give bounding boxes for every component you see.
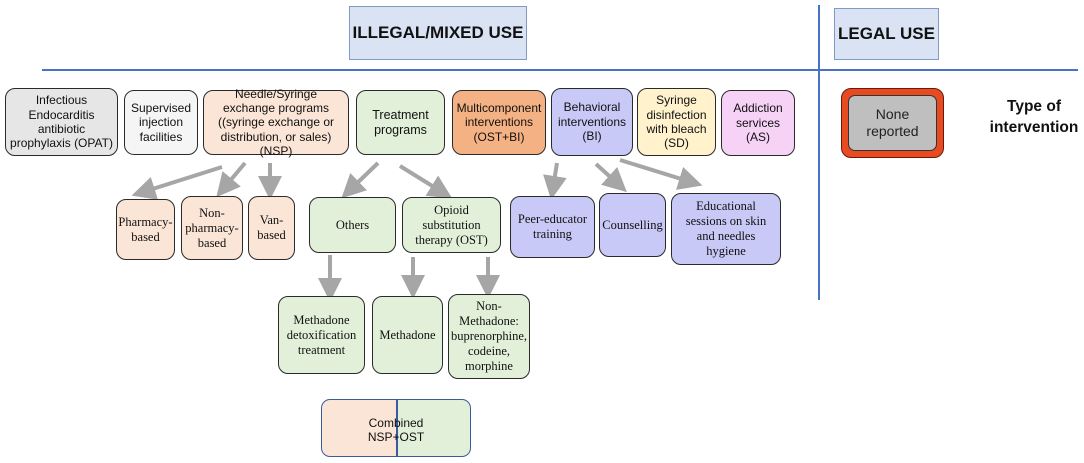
opat-box: Infectious Endocarditis antibiotic proph… (5, 88, 118, 156)
multicomponent-box: Multicomponent interventions (OST+BI) (452, 90, 546, 155)
legal-divider-line (818, 5, 820, 300)
ost-box: Opioid substitution therapy (OST) (402, 197, 501, 253)
educational-sessions-box: Educational sessions on skin and needles… (671, 193, 781, 265)
arrow-bi-counselling (594, 162, 627, 193)
supervised-injection-box: Supervised injection facilities (124, 90, 198, 155)
non-pharmacy-based-box: Non-pharmacy-based (181, 196, 243, 260)
pharmacy-based-box: Pharmacy-based (116, 199, 175, 260)
others-box: Others (309, 197, 396, 253)
nsp-box: Needle/Syringe exchange programs ((syrin… (203, 87, 349, 158)
arrow-nsp-nonpharmacy (216, 161, 247, 198)
peer-educator-box: Peer-educator training (510, 196, 595, 258)
methadone-box: Methadone (372, 296, 443, 374)
van-based-box: Van-based (248, 196, 295, 260)
addiction-services-box: Addiction services (AS) (721, 90, 795, 156)
methadone-detox-box: Methadone detoxification treatment (278, 296, 365, 374)
legal-header: LEGAL USE (834, 8, 939, 60)
none-reported-box: None reported (848, 95, 937, 151)
arrow-bi-educational (619, 158, 703, 190)
arrow-nsp-pharmacy (131, 165, 223, 200)
non-methadone-box: Non-Methadone: buprenorphine, codeine, m… (448, 294, 530, 379)
combined-divider (396, 400, 398, 456)
arrow-treatment-ost (398, 164, 453, 199)
combined-label: Combined NSP+OST (367, 416, 425, 445)
arrow-bi-peer (543, 162, 567, 200)
type-of-intervention-label: Type of intervention (989, 98, 1079, 136)
arrow-treatment-others (341, 161, 380, 199)
combined-nsp-ost-box: Combined NSP+OST (321, 399, 471, 457)
behavioral-interventions-box: Behavioral interventions (BI) (551, 88, 633, 156)
counselling-box: Counselling (599, 193, 666, 257)
syringe-disinfection-box: Syringe disinfection with bleach (SD) (637, 88, 716, 156)
header-divider-line (42, 69, 1078, 71)
treatment-programs-box: Treatment programs (356, 90, 445, 155)
illegal-header: ILLEGAL/MIXED USE (349, 6, 527, 60)
none-reported-box-outer: None reported (841, 88, 944, 158)
